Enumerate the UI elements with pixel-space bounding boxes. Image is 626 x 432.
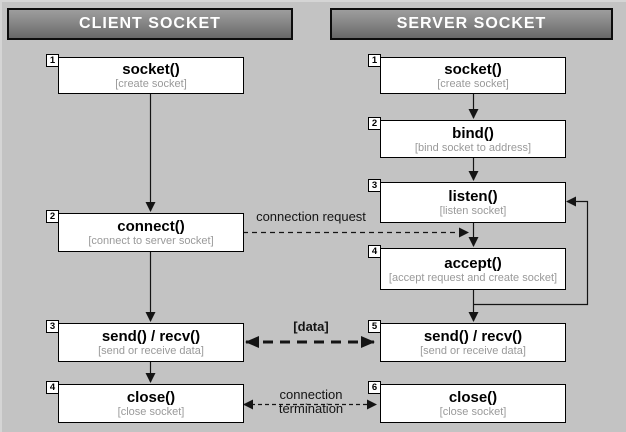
step-number-badge: 4 [368, 245, 381, 258]
step-subtitle: [close socket] [439, 406, 507, 418]
client-socket-header: CLIENT SOCKET [7, 8, 293, 40]
step-title: connect() [117, 218, 185, 235]
client-step-connect: 2 connect() [connect to server socket] [46, 210, 244, 252]
server-step-accept: 4 accept() [accept request and create so… [368, 245, 566, 290]
connection-termination-line2: termination [278, 401, 344, 416]
step-number-badge: 6 [368, 381, 381, 394]
step-subtitle: [connect to server socket] [88, 235, 214, 247]
client-step-close: 4 close() [close socket] [46, 381, 244, 423]
step-title: close() [126, 389, 176, 406]
step-number-badge: 4 [46, 381, 59, 394]
connection-request-label: connection request [256, 209, 366, 224]
step-number-badge: 2 [46, 210, 59, 223]
step-subtitle: [send or receive data] [420, 345, 526, 357]
step-number-badge: 3 [46, 320, 59, 333]
step-number-badge: 2 [368, 117, 381, 130]
step-subtitle: [create socket] [115, 78, 187, 90]
server-step-send-recv: 5 send() / recv() [send or receive data] [368, 320, 566, 362]
server-step-bind: 2 bind() [bind socket to address] [368, 117, 566, 158]
step-subtitle: [send or receive data] [98, 345, 204, 357]
step-title: socket() [444, 61, 502, 78]
server-step-socket: 1 socket() [create socket] [368, 54, 566, 94]
step-subtitle: [bind socket to address] [414, 141, 532, 154]
step-title: close() [448, 389, 498, 406]
client-step-socket: 1 socket() [create socket] [46, 54, 244, 94]
server-step-close: 6 close() [close socket] [368, 381, 566, 423]
step-title: accept() [444, 254, 502, 272]
client-step-send-recv: 3 send() / recv() [send or receive data] [46, 320, 244, 362]
data-label: [data] [293, 319, 329, 334]
step-subtitle: [listen socket] [439, 205, 507, 217]
step-title: send() / recv() [101, 328, 201, 345]
connection-termination-label: connection termination [269, 388, 353, 416]
server-socket-header: SERVER SOCKET [330, 8, 613, 40]
step-number-badge: 5 [368, 320, 381, 333]
step-title: send() / recv() [423, 328, 523, 345]
step-subtitle: [create socket] [437, 78, 509, 90]
step-title: socket() [122, 61, 180, 78]
server-step-listen: 3 listen() [listen socket] [368, 179, 566, 223]
step-title: listen() [448, 188, 498, 205]
step-number-badge: 1 [368, 54, 381, 67]
step-subtitle: [close socket] [117, 406, 185, 418]
step-title: bind() [452, 124, 494, 142]
step-number-badge: 3 [368, 179, 381, 192]
step-number-badge: 1 [46, 54, 59, 67]
connection-termination-line1: connection [279, 387, 343, 402]
step-subtitle: [accept request and create socket] [388, 271, 558, 284]
